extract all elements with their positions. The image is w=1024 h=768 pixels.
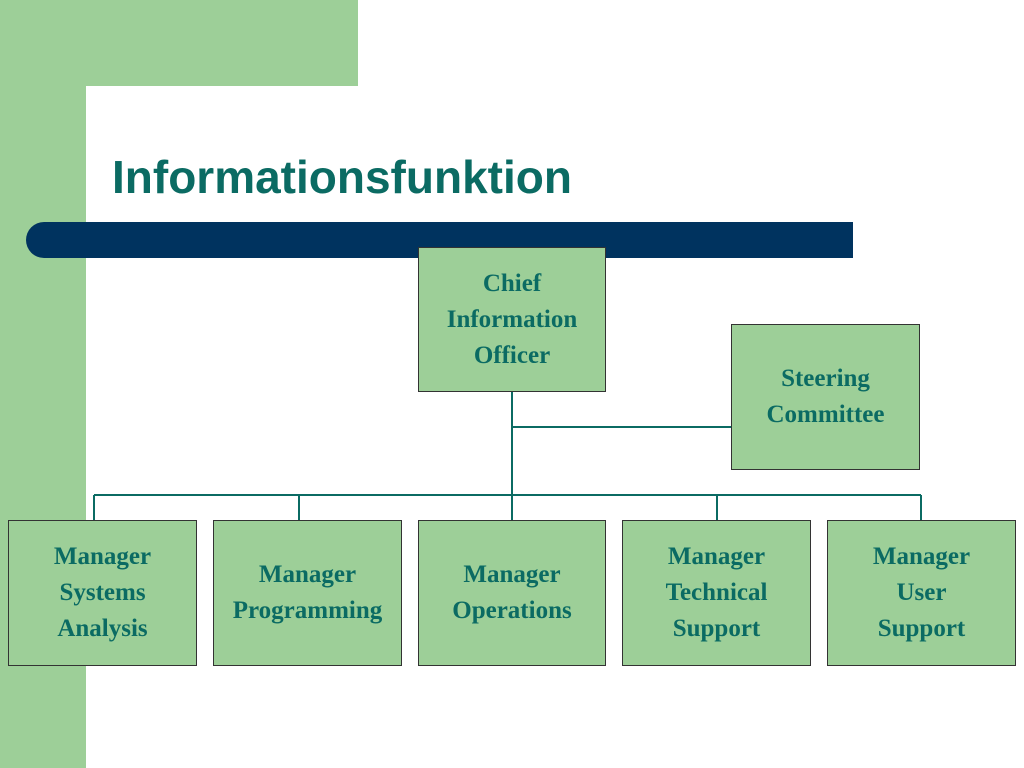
slide-title: Informationsfunktion [112,151,572,203]
cio-box: Chief Information Officer [418,247,606,392]
manager-systems-analysis-box: Manager Systems Analysis [8,520,197,666]
manager-technical-support-label: Manager Technical Support [665,543,768,642]
manager-operations-box: Manager Operations [418,520,606,666]
top-accent-band [0,0,358,86]
manager-user-support-box: Manager User Support [827,520,1016,666]
manager-technical-support-box: Manager Technical Support [622,520,811,666]
manager-user-support-label: Manager User Support [872,543,971,642]
steering-committee-box: Steering Committee [731,324,920,470]
steering-committee-label: Steering Committee [766,365,885,428]
manager-operations-label: Manager Operations [452,561,572,624]
manager-programming-box: Manager Programming [213,520,402,666]
cio-label: Chief Information Officer [446,269,578,369]
manager-programming-label: Manager Programming [232,561,383,624]
manager-systems-analysis-label: Manager Systems Analysis [53,543,152,642]
